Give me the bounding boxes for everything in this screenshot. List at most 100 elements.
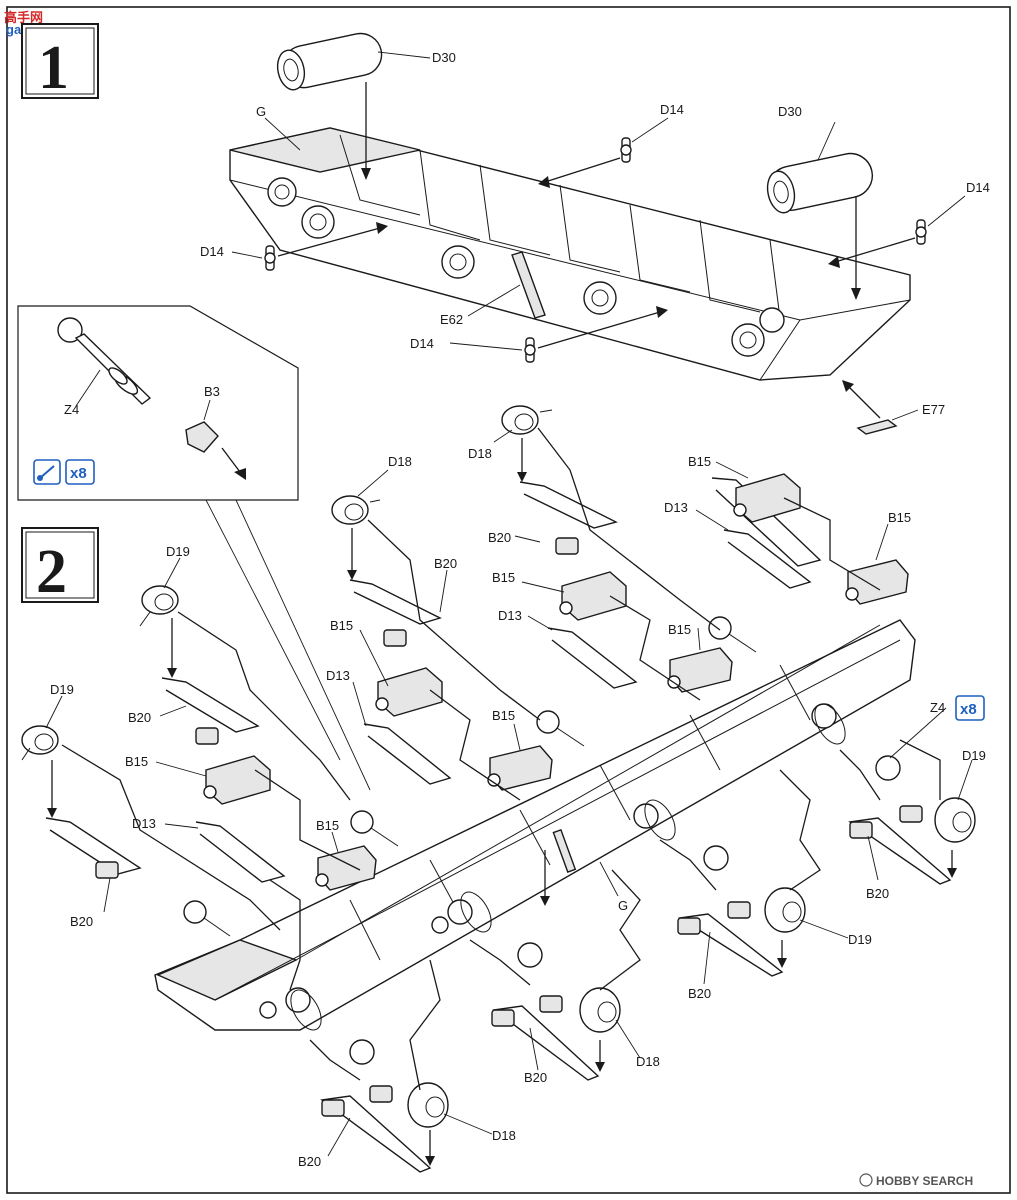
label-d14-left: D14	[200, 244, 224, 259]
label-d13-d: D13	[664, 500, 688, 515]
label-b20-f: B20	[688, 986, 711, 1001]
label-d18-c: D18	[636, 1054, 660, 1069]
arm-b20-c	[349, 579, 442, 647]
hull-step2-bulkheads	[349, 664, 811, 961]
label-b15-d: B15	[668, 622, 691, 637]
bracket-b15-b	[375, 667, 443, 717]
arm-b20-d	[519, 481, 618, 555]
bracket-b15-d	[733, 473, 801, 523]
label-b15-f: B15	[888, 510, 911, 525]
label-b20-h: B20	[298, 1154, 321, 1169]
label-e62: E62	[440, 312, 463, 327]
step-1-number: 1	[38, 34, 69, 102]
label-d14-top: D14	[660, 102, 684, 117]
step-2-number: 2	[36, 538, 67, 606]
hub-d19-d	[764, 887, 806, 933]
hub-d19-b	[139, 585, 179, 627]
hull-bulkheads	[339, 134, 781, 319]
label-b15-a: B15	[125, 754, 148, 769]
bracket-b15-g	[667, 647, 733, 693]
label-b15-e: B15	[688, 454, 711, 469]
arm-b20-e	[320, 1085, 432, 1173]
label-b20-g: B20	[524, 1070, 547, 1085]
step-2-box: 2	[21, 527, 99, 606]
label-b15-h: B15	[316, 818, 339, 833]
part-e77	[856, 419, 898, 435]
multiply-main-text: x8	[960, 701, 977, 718]
cylinder-d30-right	[766, 152, 874, 214]
label-b20-c: B20	[434, 556, 457, 571]
label-z4-detail: Z4	[64, 402, 79, 417]
cylinder-d30-top	[276, 32, 383, 91]
label-d14-right: D14	[966, 180, 990, 195]
step1-leaders	[231, 51, 966, 421]
label-d18-b: D18	[468, 446, 492, 461]
arm-b20-g	[677, 901, 784, 977]
hub-d19-c	[934, 797, 976, 843]
step-1-box: 1	[21, 23, 99, 102]
label-d30-right: D30	[778, 104, 802, 119]
hub-d18-b	[501, 405, 553, 435]
arm-d13-d	[723, 529, 812, 589]
suspension-parts	[21, 405, 976, 1173]
label-d18-a: D18	[388, 454, 412, 469]
step2-routing	[47, 427, 957, 1166]
label-d19-a: D19	[166, 544, 190, 559]
label-e77: E77	[922, 402, 945, 417]
bracket-b15-e	[315, 845, 377, 891]
part-z4-detail	[57, 317, 152, 405]
label-d19-b: D19	[50, 682, 74, 697]
spring-parts	[290, 703, 846, 1031]
step2-leaders	[45, 429, 973, 1157]
footer-brand: HOBBY SEARCH	[859, 1173, 973, 1188]
label-b20-e: B20	[866, 886, 889, 901]
hub-d19-a	[21, 725, 59, 761]
arm-b20-h	[848, 805, 952, 885]
multiply-icon-detail: x8	[65, 459, 95, 485]
multiply-icon-main: x8	[955, 695, 985, 721]
bracket-b15-a	[203, 755, 271, 805]
arm-b20-b	[161, 677, 260, 745]
label-d14-bottom: D14	[410, 336, 434, 351]
arm-b20-f	[491, 995, 600, 1081]
bracket-d14-parts	[264, 137, 927, 363]
hub-d18-c	[579, 987, 621, 1033]
label-b20-b: B20	[488, 530, 511, 545]
detail-callout: Z4 B3 x8	[17, 305, 371, 791]
label-d30-top: D30	[432, 50, 456, 65]
label-z4-main: Z4	[930, 700, 945, 715]
step1-arrows	[277, 82, 916, 419]
multiply-detail-text: x8	[70, 465, 87, 482]
plate-e62-step2	[552, 828, 577, 873]
bracket-b15-c	[559, 571, 627, 621]
arm-b20-a	[45, 817, 142, 879]
hub-d18-d	[407, 1082, 449, 1128]
watermark-text: 高手网	[4, 10, 43, 25]
arm-d13-c	[547, 627, 638, 689]
label-b15-c: B15	[492, 570, 515, 585]
paint-brush-icon	[33, 459, 61, 485]
label-g-step1: G	[256, 104, 266, 119]
label-b15-g: B15	[492, 708, 515, 723]
bracket-b15-f	[487, 745, 553, 791]
shaft-z4-parts	[183, 616, 901, 1065]
arm-d13-a	[195, 821, 286, 883]
bracket-b15-h	[845, 559, 909, 605]
label-d19-c: D19	[962, 748, 986, 763]
arm-d13-b	[363, 723, 452, 785]
label-b20-a: B20	[128, 710, 151, 725]
part-b3-detail	[185, 421, 219, 453]
hull-mount-holes	[267, 177, 785, 357]
label-d13-c: D13	[498, 608, 522, 623]
page-frame	[6, 6, 1011, 1194]
label-g-step2: G	[618, 898, 628, 913]
plate-e62	[511, 251, 546, 319]
label-b15-b: B15	[330, 618, 353, 633]
label-b20-d: B20	[70, 914, 93, 929]
label-d18-d: D18	[492, 1128, 516, 1143]
label-d19-d: D19	[848, 932, 872, 947]
label-d13-a: D13	[132, 816, 156, 831]
hub-d18-a	[331, 495, 381, 525]
hull-part-g-step1	[229, 127, 911, 435]
